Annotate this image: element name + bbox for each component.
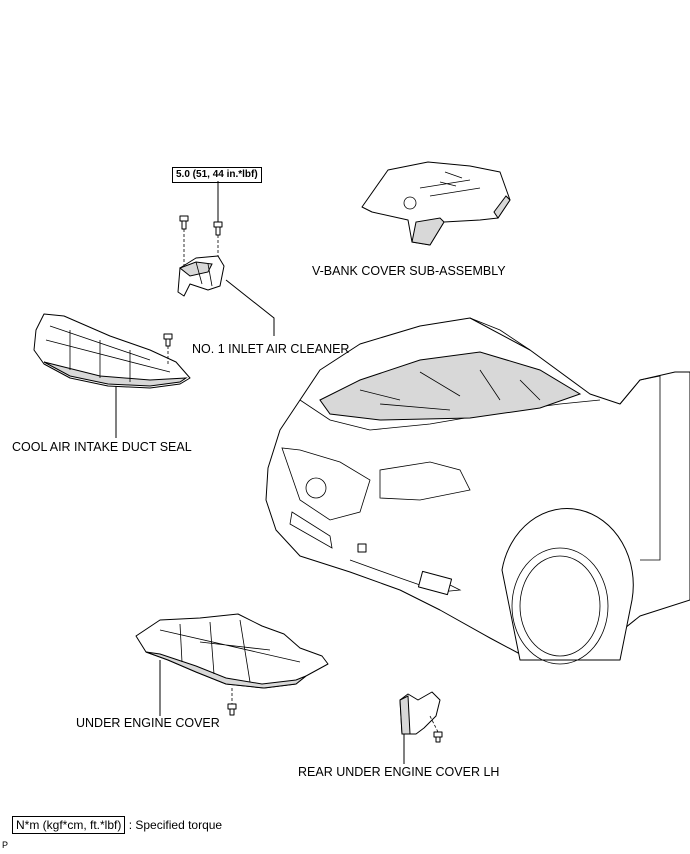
label-cool-air-intake-duct-seal: COOL AIR INTAKE DUCT SEAL bbox=[12, 440, 192, 454]
v-bank-cover-illustration bbox=[361, 161, 511, 246]
cool-air-intake-duct-seal-illustration bbox=[33, 313, 191, 438]
label-under-engine-cover: UNDER ENGINE COVER bbox=[76, 716, 220, 730]
label-rear-under-engine-cover-lh: REAR UNDER ENGINE COVER LH bbox=[298, 765, 500, 779]
torque-bolt-illustration bbox=[179, 181, 223, 265]
corner-mark: P bbox=[2, 840, 9, 850]
torque-legend: N*m (kgf*cm, ft.*lbf) : Specified torque bbox=[12, 816, 222, 834]
legend-unit-box: N*m (kgf*cm, ft.*lbf) bbox=[12, 816, 126, 834]
rear-under-engine-cover-lh-illustration bbox=[399, 691, 443, 764]
vehicle-illustration bbox=[265, 317, 690, 665]
label-inlet-air-cleaner: NO. 1 INLET AIR CLEANER bbox=[192, 342, 350, 356]
inlet-air-cleaner-illustration bbox=[177, 255, 275, 336]
legend-description: : Specified torque bbox=[128, 818, 223, 832]
under-engine-cover-illustration bbox=[135, 613, 329, 716]
torque-spec-box: 5.0 (51, 44 in.*lbf) bbox=[172, 167, 262, 183]
label-v-bank-cover: V-BANK COVER SUB-ASSEMBLY bbox=[312, 264, 506, 278]
